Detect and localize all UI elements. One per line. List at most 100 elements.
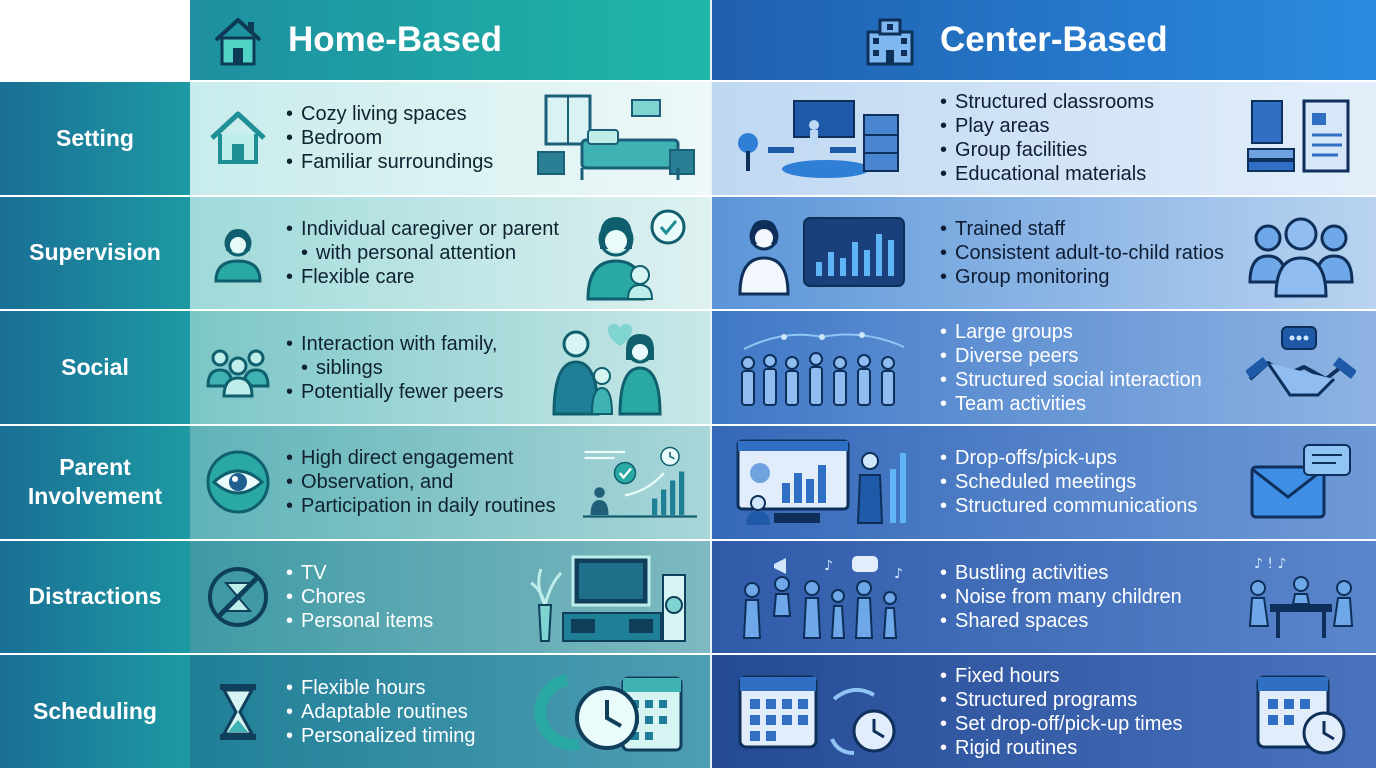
home-supervision-cell: Individual caregiver or parent with pers… (190, 196, 712, 310)
home-distractions-cell: TV Chores Personal items (190, 540, 712, 654)
home-social-list: Interaction with family, siblings Potent… (286, 332, 503, 404)
list-item: Rigid routines (940, 736, 1183, 760)
center-social-cell: Large groups Diverse peers Structured so… (712, 311, 1376, 424)
center-setting-list: Structured classrooms Play areas Group f… (940, 90, 1154, 186)
list-item: Set drop-off/pick-up times (940, 712, 1183, 736)
school-building-icon (866, 18, 914, 66)
staff-monitor-illustration (738, 216, 905, 296)
home-based-header: Home-Based (190, 0, 712, 80)
svg-text:♪: ♪ (824, 558, 833, 574)
house-outline-icon (210, 111, 266, 165)
list-item: Fixed hours (940, 664, 1183, 688)
center-scheduling-list: Fixed hours Structured programs Set drop… (940, 664, 1183, 760)
list-item: Educational materials (940, 162, 1154, 186)
center-scheduling-cell: Fixed hours Structured programs Set drop… (712, 655, 1376, 768)
home-parent-involvement-cell: High direct engagement Observation, and … (190, 425, 712, 539)
home-setting-cell: Cozy living spaces Bedroom Familiar surr… (190, 82, 712, 195)
corner-blank (0, 0, 190, 80)
list-item: Group monitoring (940, 265, 1224, 289)
list-item: Team activities (940, 392, 1202, 416)
list-item: Structured social interaction (940, 368, 1202, 392)
list-item: Structured programs (940, 688, 1183, 712)
list-item: TV (286, 561, 433, 585)
list-item: Scheduled meetings (940, 470, 1197, 494)
center-based-header: Center-Based (712, 0, 1376, 80)
list-item: Shared spaces (940, 609, 1182, 633)
crowd-network-illustration (741, 331, 905, 406)
list-item: Flexible care (286, 265, 559, 289)
list-item: Bustling activities (940, 561, 1182, 585)
list-item: Play areas (940, 114, 1154, 138)
center-based-title: Center-Based (940, 20, 1168, 59)
noisy-table-illustration: ♪ ! ♪ (1248, 556, 1354, 638)
home-based-title: Home-Based (288, 20, 502, 59)
row-label-scheduling: Scheduling (0, 655, 190, 768)
calendar-clock-icon (1256, 675, 1346, 755)
tv-appliances-illustration (530, 555, 686, 642)
svg-text:♪ ! ♪: ♪ ! ♪ (1254, 556, 1286, 572)
list-item: Adaptable routines (286, 700, 476, 724)
row-label-social: Social (0, 311, 190, 424)
calendar-cycle-illustration (738, 675, 896, 755)
list-item: Drop-offs/pick-ups (940, 446, 1197, 470)
list-item: Familiar surroundings (286, 150, 493, 174)
list-item: Personal items (286, 609, 433, 633)
center-distractions-cell: ♪ ♪ Bustling activities Noise from many … (712, 540, 1376, 654)
list-item: Group facilities (940, 138, 1154, 162)
home-parent-involvement-list: High direct engagement Observation, and … (286, 446, 556, 518)
center-supervision-cell: Trained staff Consistent adult-to-child … (712, 196, 1376, 310)
list-item: Trained staff (940, 217, 1224, 241)
family-group-icon (206, 349, 270, 398)
center-supervision-list: Trained staff Consistent adult-to-child … (940, 217, 1224, 289)
list-item: Structured communications (940, 494, 1197, 518)
house-icon (214, 18, 262, 66)
list-item: High direct engagement (286, 446, 556, 470)
no-distraction-icon (208, 566, 268, 627)
row-label-supervision: Supervision (0, 196, 190, 310)
home-scheduling-cell: Flexible hours Adaptable routines Person… (190, 655, 712, 768)
row-label-setting: Setting (0, 82, 190, 195)
books-illustration (1247, 99, 1350, 173)
list-item: siblings (286, 356, 503, 380)
hourglass-icon (220, 683, 256, 740)
home-scheduling-list: Flexible hours Adaptable routines Person… (286, 676, 476, 748)
row-label-distractions: Distractions (0, 540, 190, 654)
home-social-cell: Interaction with family, siblings Potent… (190, 311, 712, 424)
list-item: Interaction with family, (286, 332, 503, 356)
center-parent-involvement-list: Drop-offs/pick-ups Scheduled meetings St… (940, 446, 1197, 518)
clock-calendar-illustration (534, 673, 683, 752)
eye-icon (206, 450, 270, 514)
classroom-illustration (738, 100, 899, 179)
handshake-chat-icon (1246, 325, 1356, 397)
center-setting-cell: Structured classrooms Play areas Group f… (712, 82, 1376, 195)
family-illustration (552, 323, 662, 416)
center-social-list: Large groups Diverse peers Structured so… (940, 320, 1202, 416)
home-supervision-list: Individual caregiver or parent with pers… (286, 217, 559, 289)
group-people-icon (1248, 217, 1354, 298)
list-item: Observation, and (286, 470, 556, 494)
presentation-illustration (736, 439, 906, 526)
list-item: Bedroom (286, 126, 493, 150)
caregiver-icon (214, 228, 262, 283)
list-item: Flexible hours (286, 676, 476, 700)
list-item: Potentially fewer peers (286, 380, 503, 404)
busy-children-illustration: ♪ ♪ (742, 555, 903, 639)
center-distractions-list: Bustling activities Noise from many chil… (940, 561, 1182, 633)
list-item: Participation in daily routines (286, 494, 556, 518)
center-parent-involvement-cell: Drop-offs/pick-ups Scheduled meetings St… (712, 425, 1376, 539)
row-label-parent-involvement: Parent Involvement (0, 425, 190, 539)
list-item: Individual caregiver or parent (286, 217, 559, 241)
list-item: Noise from many children (940, 585, 1182, 609)
home-distractions-list: TV Chores Personal items (286, 561, 433, 633)
list-item: Structured classrooms (940, 90, 1154, 114)
list-item: Large groups (940, 320, 1202, 344)
list-item: Diverse peers (940, 344, 1202, 368)
envelope-message-icon (1250, 444, 1351, 519)
list-item: with personal attention (286, 241, 559, 265)
list-item: Cozy living spaces (286, 102, 493, 126)
list-item: Chores (286, 585, 433, 609)
svg-text:♪: ♪ (894, 566, 903, 582)
bedroom-illustration (537, 94, 695, 181)
parent-child-illustration (586, 209, 686, 301)
